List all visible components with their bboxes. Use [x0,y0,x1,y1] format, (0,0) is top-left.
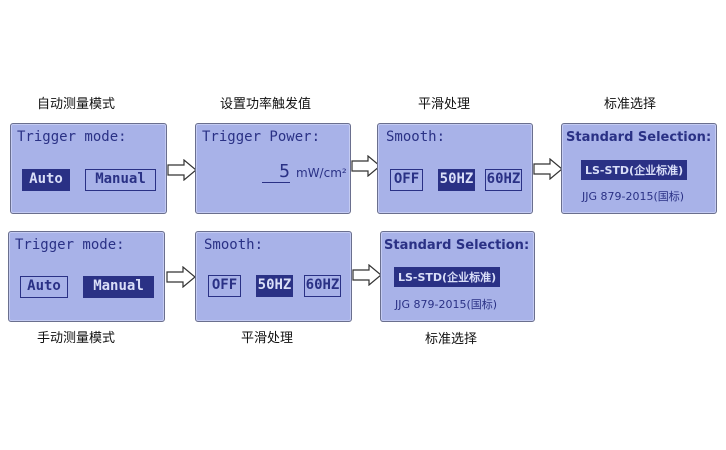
arrow-right-icon [166,266,196,288]
trigger-power-value[interactable]: 5 [262,161,290,183]
option-50hz-selected[interactable]: 50HZ [438,169,475,191]
option-jjg[interactable]: JJG 879-2015(国标) [395,298,498,311]
trigger-power-unit: mW/cm² [296,166,347,180]
caption-standard-selection: 标准选择 [604,97,657,112]
lcd-smooth: Smooth: OFF 50HZ 60HZ [377,123,533,214]
caption-smoothing: 平滑处理 [418,97,471,112]
option-60hz[interactable]: 60HZ [304,275,341,297]
arrow-right-icon [533,158,563,180]
lcd-title: Smooth: [386,129,446,145]
lcd-standard-selection: Standard Selection: LS-STD(企业标准) JJG 879… [380,231,535,322]
lcd-standard-selection: Standard Selection: LS-STD(企业标准) JJG 879… [561,123,717,214]
option-manual-selected[interactable]: Manual [83,276,154,298]
arrow-right-icon [167,159,197,181]
lcd-title: Trigger mode: [15,237,125,253]
option-auto[interactable]: Auto [20,276,68,298]
option-auto-selected[interactable]: Auto [22,169,70,191]
lcd-title: Smooth: [204,237,264,253]
caption-auto-mode: 自动测量模式 [37,97,116,112]
caption-standard-selection: 标准选择 [425,332,478,347]
arrow-right-icon [351,155,381,177]
lcd-title: Trigger mode: [17,129,127,145]
lcd-title: Trigger Power: [202,129,321,145]
lcd-smooth: Smooth: OFF 50HZ 60HZ [195,231,352,322]
caption-smoothing: 平滑处理 [241,331,294,346]
option-manual[interactable]: Manual [85,169,156,191]
option-ls-std-selected[interactable]: LS-STD(企业标准) [581,160,688,180]
arrow-right-icon [352,264,382,286]
option-jjg[interactable]: JJG 879-2015(国标) [582,190,685,203]
option-off[interactable]: OFF [390,169,423,191]
lcd-title: Standard Selection: [384,238,530,253]
lcd-trigger-mode-auto: Trigger mode: Auto Manual [10,123,167,214]
caption-manual-mode: 手动测量模式 [37,331,116,346]
option-off[interactable]: OFF [208,275,241,297]
option-60hz[interactable]: 60HZ [485,169,522,191]
lcd-trigger-mode-manual: Trigger mode: Auto Manual [8,231,165,322]
lcd-trigger-power: Trigger Power: 5 mW/cm² [195,123,351,214]
option-50hz-selected[interactable]: 50HZ [256,275,293,297]
lcd-title: Standard Selection: [566,130,712,145]
option-ls-std-selected[interactable]: LS-STD(企业标准) [394,267,501,287]
caption-set-trigger-power: 设置功率触发值 [220,97,312,112]
